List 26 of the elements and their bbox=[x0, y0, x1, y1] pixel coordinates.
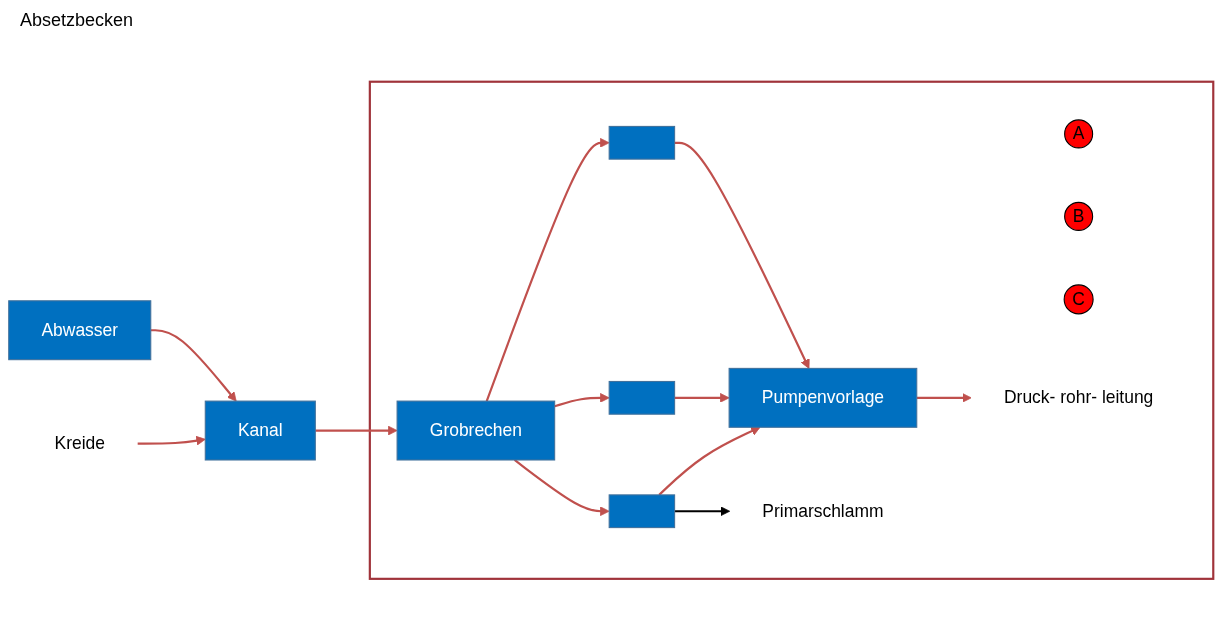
arrow bbox=[658, 426, 761, 496]
cluster bbox=[368, 80, 1215, 580]
arrow bbox=[554, 392, 610, 407]
arrow bbox=[674, 506, 731, 516]
node-box: Kanal bbox=[204, 400, 316, 461]
node-box: Abwasser bbox=[8, 299, 152, 360]
arrow bbox=[150, 328, 237, 402]
node-box: Grobrechen bbox=[396, 400, 556, 461]
node-box bbox=[608, 380, 676, 415]
arrow bbox=[674, 392, 730, 403]
arrow bbox=[513, 458, 610, 516]
arrow bbox=[485, 137, 610, 402]
arrow bbox=[674, 141, 810, 369]
node-box: Pumpenvorlage bbox=[728, 367, 918, 428]
node-text: Druck- rohr- leitung bbox=[1003, 387, 1154, 407]
node-circle: B bbox=[1064, 201, 1094, 231]
node-box bbox=[608, 125, 676, 160]
node-box bbox=[608, 494, 676, 528]
arrow bbox=[137, 435, 206, 446]
node-circle: A bbox=[1064, 119, 1094, 149]
group-label: Absetzbecken bbox=[20, 9, 134, 31]
arrow bbox=[916, 392, 972, 403]
node-circle: C bbox=[1063, 284, 1094, 315]
node-text: Primarschlamm bbox=[762, 501, 884, 520]
node-text: Kreide bbox=[54, 433, 105, 453]
arrow bbox=[315, 425, 398, 436]
